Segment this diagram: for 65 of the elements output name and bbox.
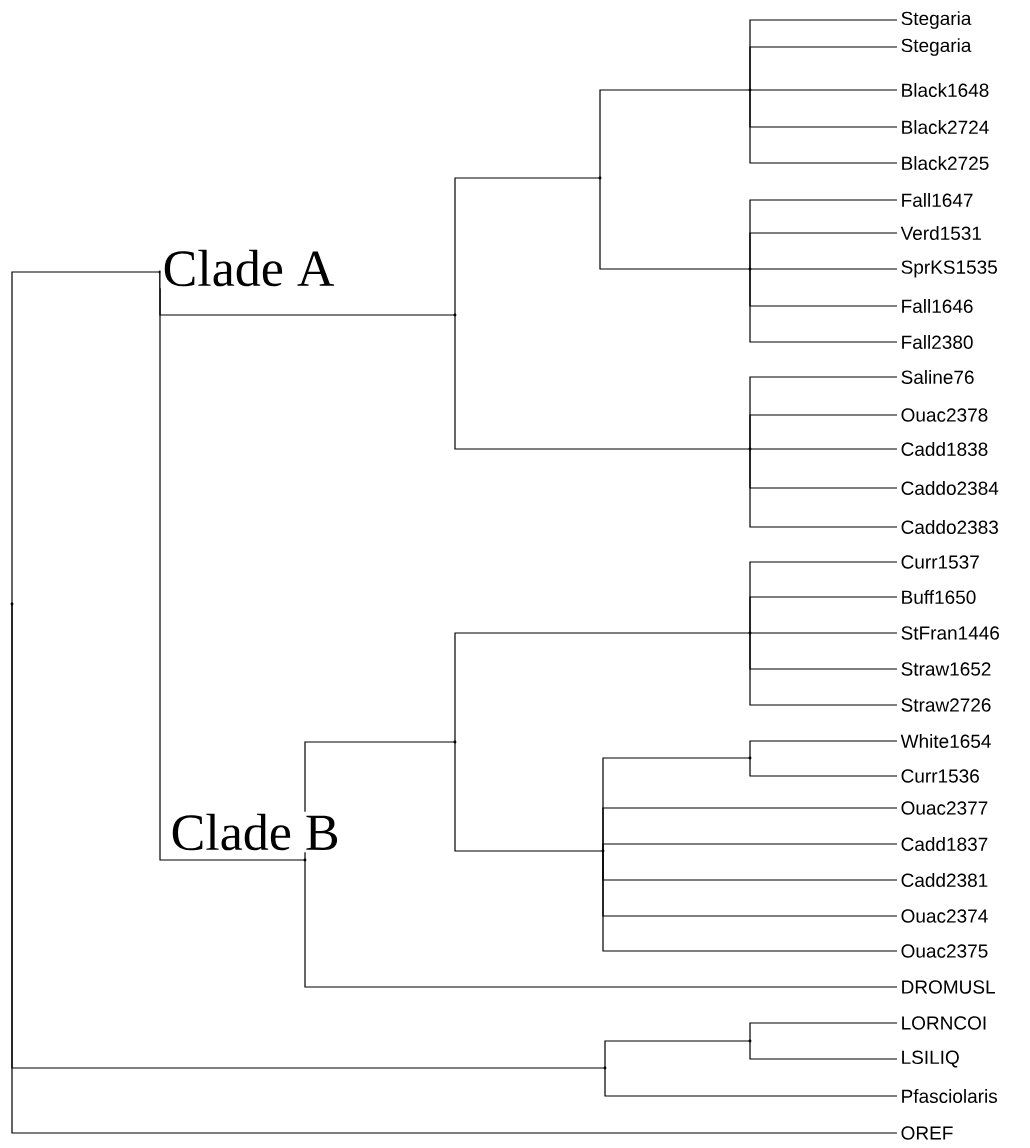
taxon-label: StFran1446 [901, 626, 1000, 640]
branch-line [304, 859, 898, 988]
branch-point [158, 270, 162, 274]
taxon-label: LSILIQ [902, 1050, 959, 1068]
taxon-label: SprKS1535 [901, 260, 997, 278]
branch-line [604, 1067, 898, 1097]
taxon-label: Black1648 [902, 83, 989, 97]
branch-line [749, 89, 898, 164]
branch-line [749, 448, 898, 450]
branch-line [454, 314, 751, 450]
taxon-label: Saline76 [901, 370, 974, 384]
taxon-label: Cadd1837 [901, 837, 988, 851]
taxon-label: White1654 [900, 734, 991, 748]
branch-line [11, 271, 161, 605]
branch-line [749, 757, 898, 777]
clade-label: Clade B [168, 811, 342, 853]
taxon-label: Cadd1838 [901, 442, 988, 456]
taxon-label: DROMUSL [902, 980, 995, 994]
taxon-label: Buff1650 [902, 590, 976, 604]
branch-line [11, 603, 898, 1134]
taxon-label: Ouac2378 [901, 408, 988, 422]
taxon-label: Black2725 [902, 156, 989, 170]
branch-line [749, 268, 898, 343]
branch-line [454, 177, 601, 316]
taxon-label: Fall1647 [902, 193, 973, 207]
branch-line [602, 843, 898, 852]
taxon-label: Black2724 [902, 120, 989, 134]
branch-line [454, 632, 751, 743]
branch-line [749, 448, 898, 528]
taxon-label: LORNCOI [902, 1016, 986, 1030]
taxon-label: Caddo2383 [901, 520, 998, 534]
clade-label: Clade A [160, 247, 337, 289]
branch-line [599, 177, 751, 270]
taxon-label: Ouac2375 [901, 944, 988, 958]
branch-line [749, 46, 898, 91]
taxon-label: Curr1536 [901, 769, 979, 783]
branch-line [749, 1040, 898, 1060]
taxon-label: Ouac2377 [901, 801, 988, 815]
taxon-label: Fall2380 [902, 335, 973, 349]
taxon-label: Straw2726 [901, 698, 991, 712]
taxon-label: Cadd2381 [901, 873, 988, 887]
branch-line [749, 89, 898, 91]
branch-line [749, 414, 898, 450]
branch-line [159, 271, 306, 861]
branch-line [604, 1040, 751, 1069]
branch-line [749, 632, 898, 634]
branch-line [749, 740, 898, 759]
taxon-label: Fall1646 [902, 299, 973, 313]
branch-line [749, 1022, 898, 1042]
taxon-label: Caddo2384 [901, 481, 999, 495]
taxon-label: Ouac2374 [901, 909, 988, 923]
taxon-label: Straw1652 [901, 662, 991, 676]
branch-line [749, 268, 898, 270]
taxon-label: Stegaria [901, 11, 972, 29]
taxon-label: Pfasciolaris [902, 1089, 998, 1103]
branch-line [454, 741, 604, 852]
branch-line [599, 89, 751, 179]
taxon-label: Verd1531 [900, 226, 981, 240]
branch-line [749, 232, 898, 270]
taxon-label: Stegaria [901, 38, 972, 56]
branch-line [602, 850, 898, 952]
branch-line [749, 632, 898, 706]
taxon-label: Curr1537 [901, 555, 979, 569]
branch-line [749, 596, 898, 634]
taxon-label: OREF [901, 1126, 953, 1140]
